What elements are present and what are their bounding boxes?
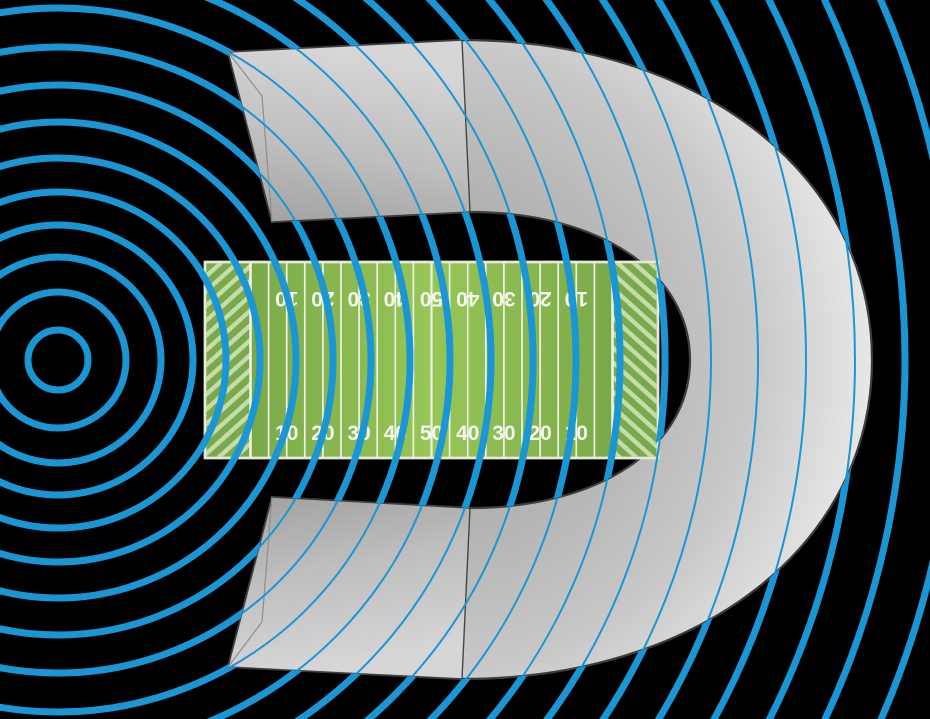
sound-wave-arc (0, 4, 414, 716)
grandstand-upper-wing (227, 39, 471, 223)
sound-wave-arc (0, 188, 230, 532)
sound-wave-arc (0, 288, 130, 432)
sound-wave-arc (0, 43, 375, 677)
yard-number-bottom: 50 (420, 422, 443, 445)
lower-wing-fold-line (227, 496, 273, 668)
sound-wave-arc (0, 0, 580, 719)
sound-wave-arc (0, 0, 537, 719)
sound-wave-arc (24, 326, 92, 394)
sound-wave-arc (0, 0, 454, 719)
sound-wave-arc (0, 253, 165, 467)
sound-wave-arc (0, 221, 197, 499)
sound-wave-arc (228, 40, 712, 679)
upper-wing-fold-line (227, 51, 273, 223)
grandstand-lower-wing (227, 496, 471, 680)
sound-wave-arc (228, 40, 759, 679)
american-football-field: 10 20 30 40 50 40 30 20 10 10 20 30 40 5… (203, 260, 660, 460)
yard-number-top: 20 (528, 287, 551, 310)
sound-wave-arc (0, 0, 624, 719)
yard-number-top: 50 (420, 287, 443, 310)
sound-wave-arc (0, 81, 337, 639)
sound-wave-arc (0, 154, 264, 566)
sound-wave-arc (0, 118, 300, 602)
sound-wave-arc (228, 40, 856, 679)
sound-wave-arc (0, 0, 909, 719)
field-border (203, 260, 660, 460)
yard-number-bottom: 40 (456, 422, 479, 445)
yard-number-top: 40 (456, 287, 479, 310)
yard-number-bottom: 20 (528, 422, 551, 445)
sound-wave-arc (228, 40, 807, 679)
yard-number-top: 30 (492, 287, 515, 310)
sound-wave-arc (0, 0, 495, 719)
sound-wave-arc (0, 0, 669, 719)
horseshoe-stadium-structure (226, 38, 874, 681)
yard-number-bottom: 30 (492, 422, 515, 445)
